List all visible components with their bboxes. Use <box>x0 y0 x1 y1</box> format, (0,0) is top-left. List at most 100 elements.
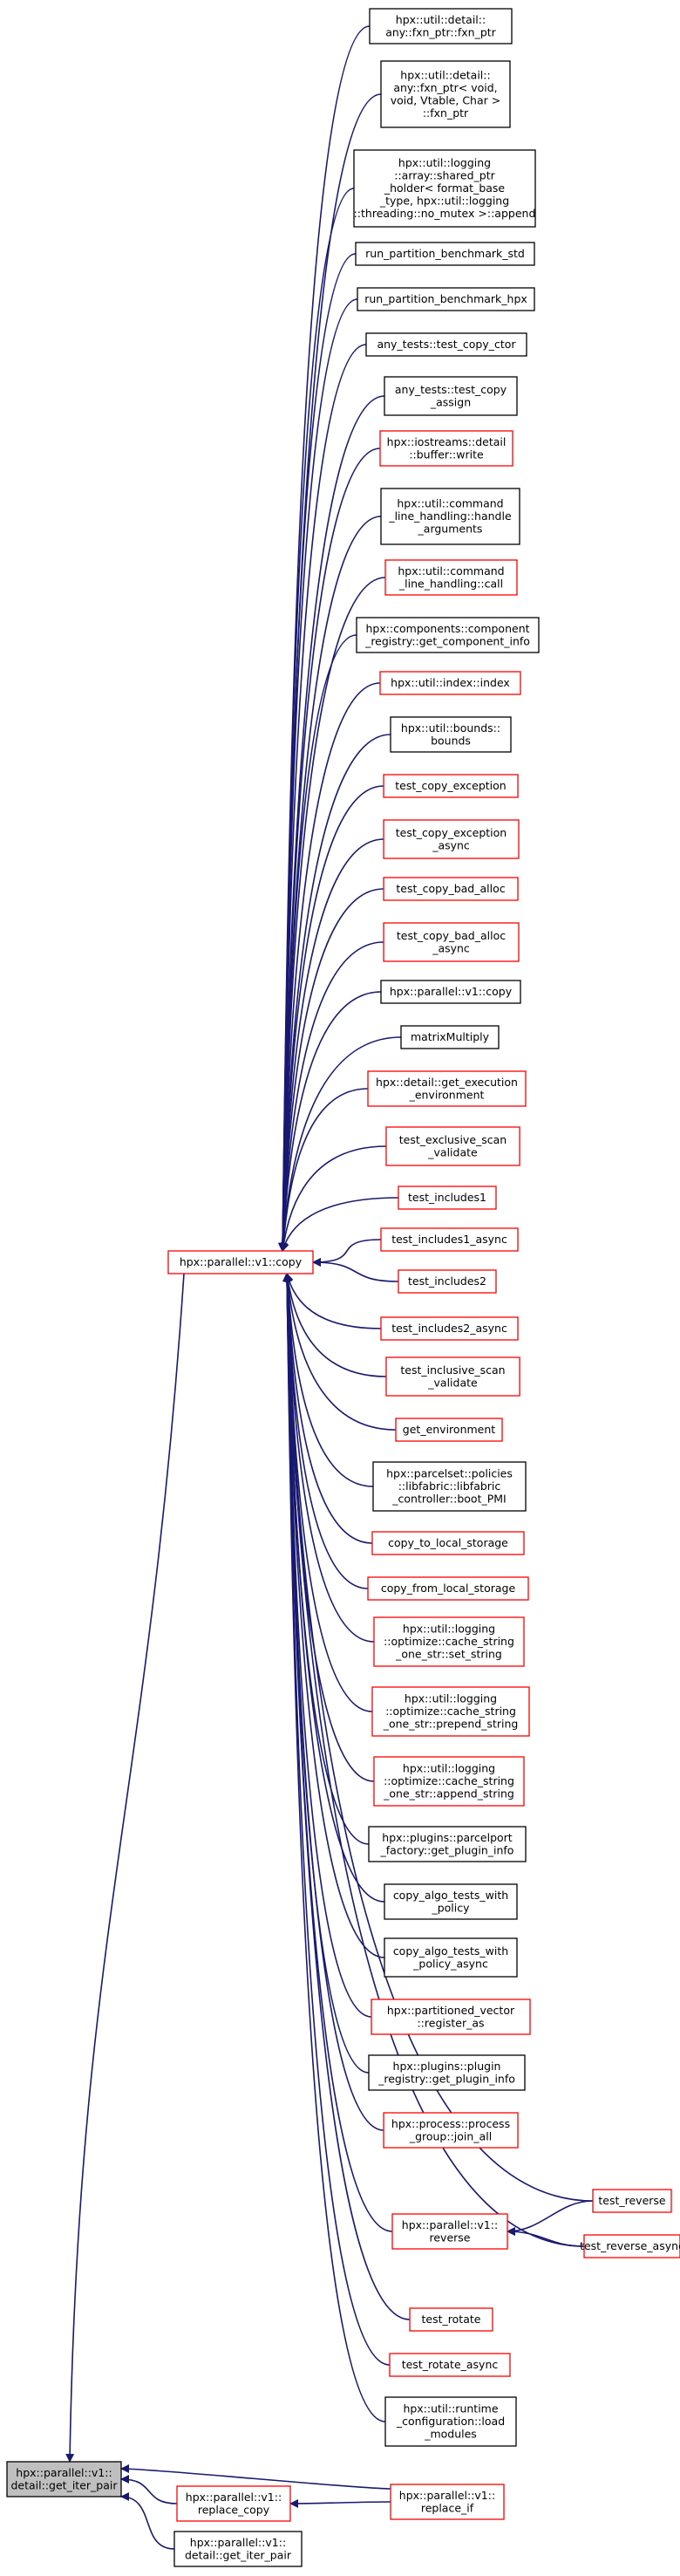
graph-node-incl1[interactable]: test_includes1 <box>398 1186 497 1210</box>
node-label: copy_algo_tests_with <box>393 1889 508 1902</box>
graph-node-focus[interactable]: hpx::parallel::v1::detail::get_iter_pair <box>6 2461 122 2497</box>
node-box <box>384 1883 518 1920</box>
node-label: _line_handling::handle <box>388 509 512 523</box>
node-box <box>167 1250 314 1274</box>
graph-node-reverse[interactable]: hpx::parallel::v1::reverse <box>391 2213 508 2250</box>
node-box <box>384 2396 517 2447</box>
node-box <box>391 2213 508 2250</box>
graph-node-copy-exc-async[interactable]: test_copy_exception_async <box>383 819 520 859</box>
graph-node-algo-policy[interactable]: copy_algo_tests_with_policy <box>384 1883 518 1920</box>
node-label: test_rotate <box>422 2313 481 2326</box>
graph-edge <box>282 1273 384 2131</box>
graph-node-test-reverse[interactable]: test_reverse <box>592 2189 672 2213</box>
node-label: hpx::plugins::plugin <box>393 2060 501 2073</box>
node-label: _async <box>432 838 470 851</box>
graph-node-handle-args[interactable]: hpx::util::command_line_handling::handle… <box>380 488 520 545</box>
graph-node-copy-assign[interactable]: any_tests::test_copy_assign <box>384 376 518 416</box>
graph-node-bad-alloc-async[interactable]: test_copy_bad_alloc_async <box>383 922 520 962</box>
graph-node-set-string[interactable]: hpx::util::logging::optimize::cache_stri… <box>373 1616 525 1667</box>
node-label: copy_from_local_storage <box>381 1582 516 1595</box>
graph-edge <box>278 188 355 1252</box>
node-label: hpx::plugins::parcelport <box>382 1831 512 1844</box>
graph-node-exec-env[interactable]: hpx::detail::get_execution_environment <box>367 1070 527 1107</box>
graph-edge <box>283 1273 387 1377</box>
node-label: _line_handling::call <box>398 577 503 590</box>
graph-node-index[interactable]: hpx::util::index::index <box>379 671 521 695</box>
graph-node-bounds[interactable]: hpx::util::bounds::bounds <box>390 716 512 753</box>
node-label: hpx::util::index::index <box>391 676 510 689</box>
node-label: hpx::util::command <box>397 497 503 510</box>
node-label: test_exclusive_scan <box>399 1133 507 1146</box>
node-label: reverse <box>430 2231 471 2244</box>
graph-node-incl-scan[interactable]: test_inclusive_scan_validate <box>385 1356 520 1397</box>
graph-node-buffer-write[interactable]: hpx::iostreams::detail::buffer::write <box>379 430 513 467</box>
graph-node-append-string[interactable]: hpx::util::logging::optimize::cache_stri… <box>373 1756 525 1807</box>
graph-node-incl2-async[interactable]: test_includes2_async <box>380 1316 519 1341</box>
node-label: _one_str::append_string <box>383 1787 514 1800</box>
graph-node-fxn-ptr2[interactable]: hpx::util::detail::any::fxn_ptr< void,vo… <box>380 60 511 128</box>
node-label: detail::get_iter_pair <box>185 2548 292 2561</box>
node-box <box>383 922 520 962</box>
graph-edge <box>278 448 381 1252</box>
node-box <box>367 1576 529 1601</box>
node-label: hpx::components::component <box>365 622 529 635</box>
graph-node-bench-std[interactable]: run_partition_benchmark_std <box>355 242 535 266</box>
graph-node-logging-append[interactable]: hpx::util::logging::array::shared_ptr_ho… <box>353 149 536 228</box>
graph-node-fxn-ptr[interactable]: hpx::util::detail::any::fxn_ptr::fxn_ptr <box>369 8 513 44</box>
graph-edge <box>507 2200 594 2236</box>
graph-node-iter-pair2[interactable]: hpx::parallel::v1::detail::get_iter_pair <box>173 2531 303 2567</box>
graph-node-algo-policy-async[interactable]: copy_algo_tests_with_policy_async <box>384 1937 518 1978</box>
node-label: _registry::get_plugin_info <box>377 2072 515 2085</box>
graph-edge <box>289 2498 391 2508</box>
node-box <box>383 774 519 798</box>
graph-node-par-copy[interactable]: hpx::parallel::v1::copy <box>380 980 521 1004</box>
node-label: hpx::util::detail:: <box>400 68 490 81</box>
node-box <box>592 2189 672 2213</box>
graph-node-cmd-call[interactable]: hpx::util::command_line_handling::call <box>384 559 518 596</box>
node-label: _configuration::load <box>396 2415 505 2428</box>
node-label: _group::join_all <box>409 2129 492 2142</box>
graph-node-join-all[interactable]: hpx::process::process_group::join_all <box>383 2112 519 2149</box>
graph-node-get-comp-info[interactable]: hpx::components::component_registry::get… <box>356 617 540 653</box>
graph-node-copy-to-local[interactable]: copy_to_local_storage <box>371 1531 525 1555</box>
node-label: _policy <box>431 1901 470 1914</box>
graph-node-copy-from-local[interactable]: copy_from_local_storage <box>367 1576 529 1601</box>
node-label: _arguments <box>418 523 483 536</box>
node-box <box>383 877 519 901</box>
graph-node-excl-scan[interactable]: test_exclusive_scan_validate <box>385 1126 520 1166</box>
graph-node-test-reverse-async[interactable]: test_reverse_async <box>580 2234 680 2258</box>
graph-node-bad-alloc[interactable]: test_copy_bad_alloc <box>383 877 519 901</box>
graph-node-incl2[interactable]: test_includes2 <box>398 1269 497 1294</box>
graph-edge <box>278 1036 402 1252</box>
graph-node-replace-copy[interactable]: hpx::parallel::v1::replace_copy <box>176 2485 291 2522</box>
node-label: _validate <box>427 1376 478 1389</box>
graph-edge <box>65 1273 185 2463</box>
node-label: _holder< format_base <box>384 181 506 195</box>
graph-node-incl1-async[interactable]: test_includes1_async <box>380 1227 519 1252</box>
graph-node-get-env[interactable]: get_environment <box>395 1418 503 1442</box>
graph-node-bench-hpx[interactable]: run_partition_benchmark_hpx <box>357 287 535 311</box>
graph-node-replace-if[interactable]: hpx::parallel::v1::replace_if <box>390 2484 505 2520</box>
node-label: test_copy_bad_alloc <box>397 929 506 942</box>
graph-node-copy-main[interactable]: hpx::parallel::v1::copy <box>167 1250 314 1274</box>
graph-node-rotate-async[interactable]: test_rotate_async <box>389 2353 511 2377</box>
graph-node-load-modules[interactable]: hpx::util::runtime_configuration::load_m… <box>384 2396 517 2447</box>
node-label: hpx::parallel::v1:: <box>190 2536 286 2549</box>
graph-node-parcelport[interactable]: hpx::plugins::parcelport_factory::get_pl… <box>368 1826 527 1862</box>
graph-edge <box>278 344 367 1252</box>
node-box <box>380 488 520 545</box>
graph-node-copy-ctor[interactable]: any_tests::test_copy_ctor <box>365 332 527 357</box>
graph-edge <box>120 2464 391 2490</box>
node-label: run_partition_benchmark_hpx <box>364 292 527 305</box>
node-label: copy_to_local_storage <box>388 1536 508 1549</box>
node-box <box>379 671 521 695</box>
graph-edge <box>278 888 384 1252</box>
graph-node-boot-pmi[interactable]: hpx::parcelset::policies::libfabric::lib… <box>372 1461 527 1512</box>
node-label: ::libfabric::libfabric <box>398 1479 501 1493</box>
graph-node-rotate[interactable]: test_rotate <box>409 2307 493 2332</box>
graph-node-register-as[interactable]: hpx::partitioned_vector::register_as <box>371 1999 531 2035</box>
graph-node-prepend-string[interactable]: hpx::util::logging::optimize::cache_stri… <box>371 1686 530 1737</box>
graph-node-plugin-registry[interactable]: hpx::plugins::plugin_registry::get_plugi… <box>368 2054 526 2091</box>
graph-node-matrix[interactable]: matrixMultiply <box>400 1025 500 1049</box>
graph-node-copy-exc[interactable]: test_copy_exception <box>383 774 519 798</box>
